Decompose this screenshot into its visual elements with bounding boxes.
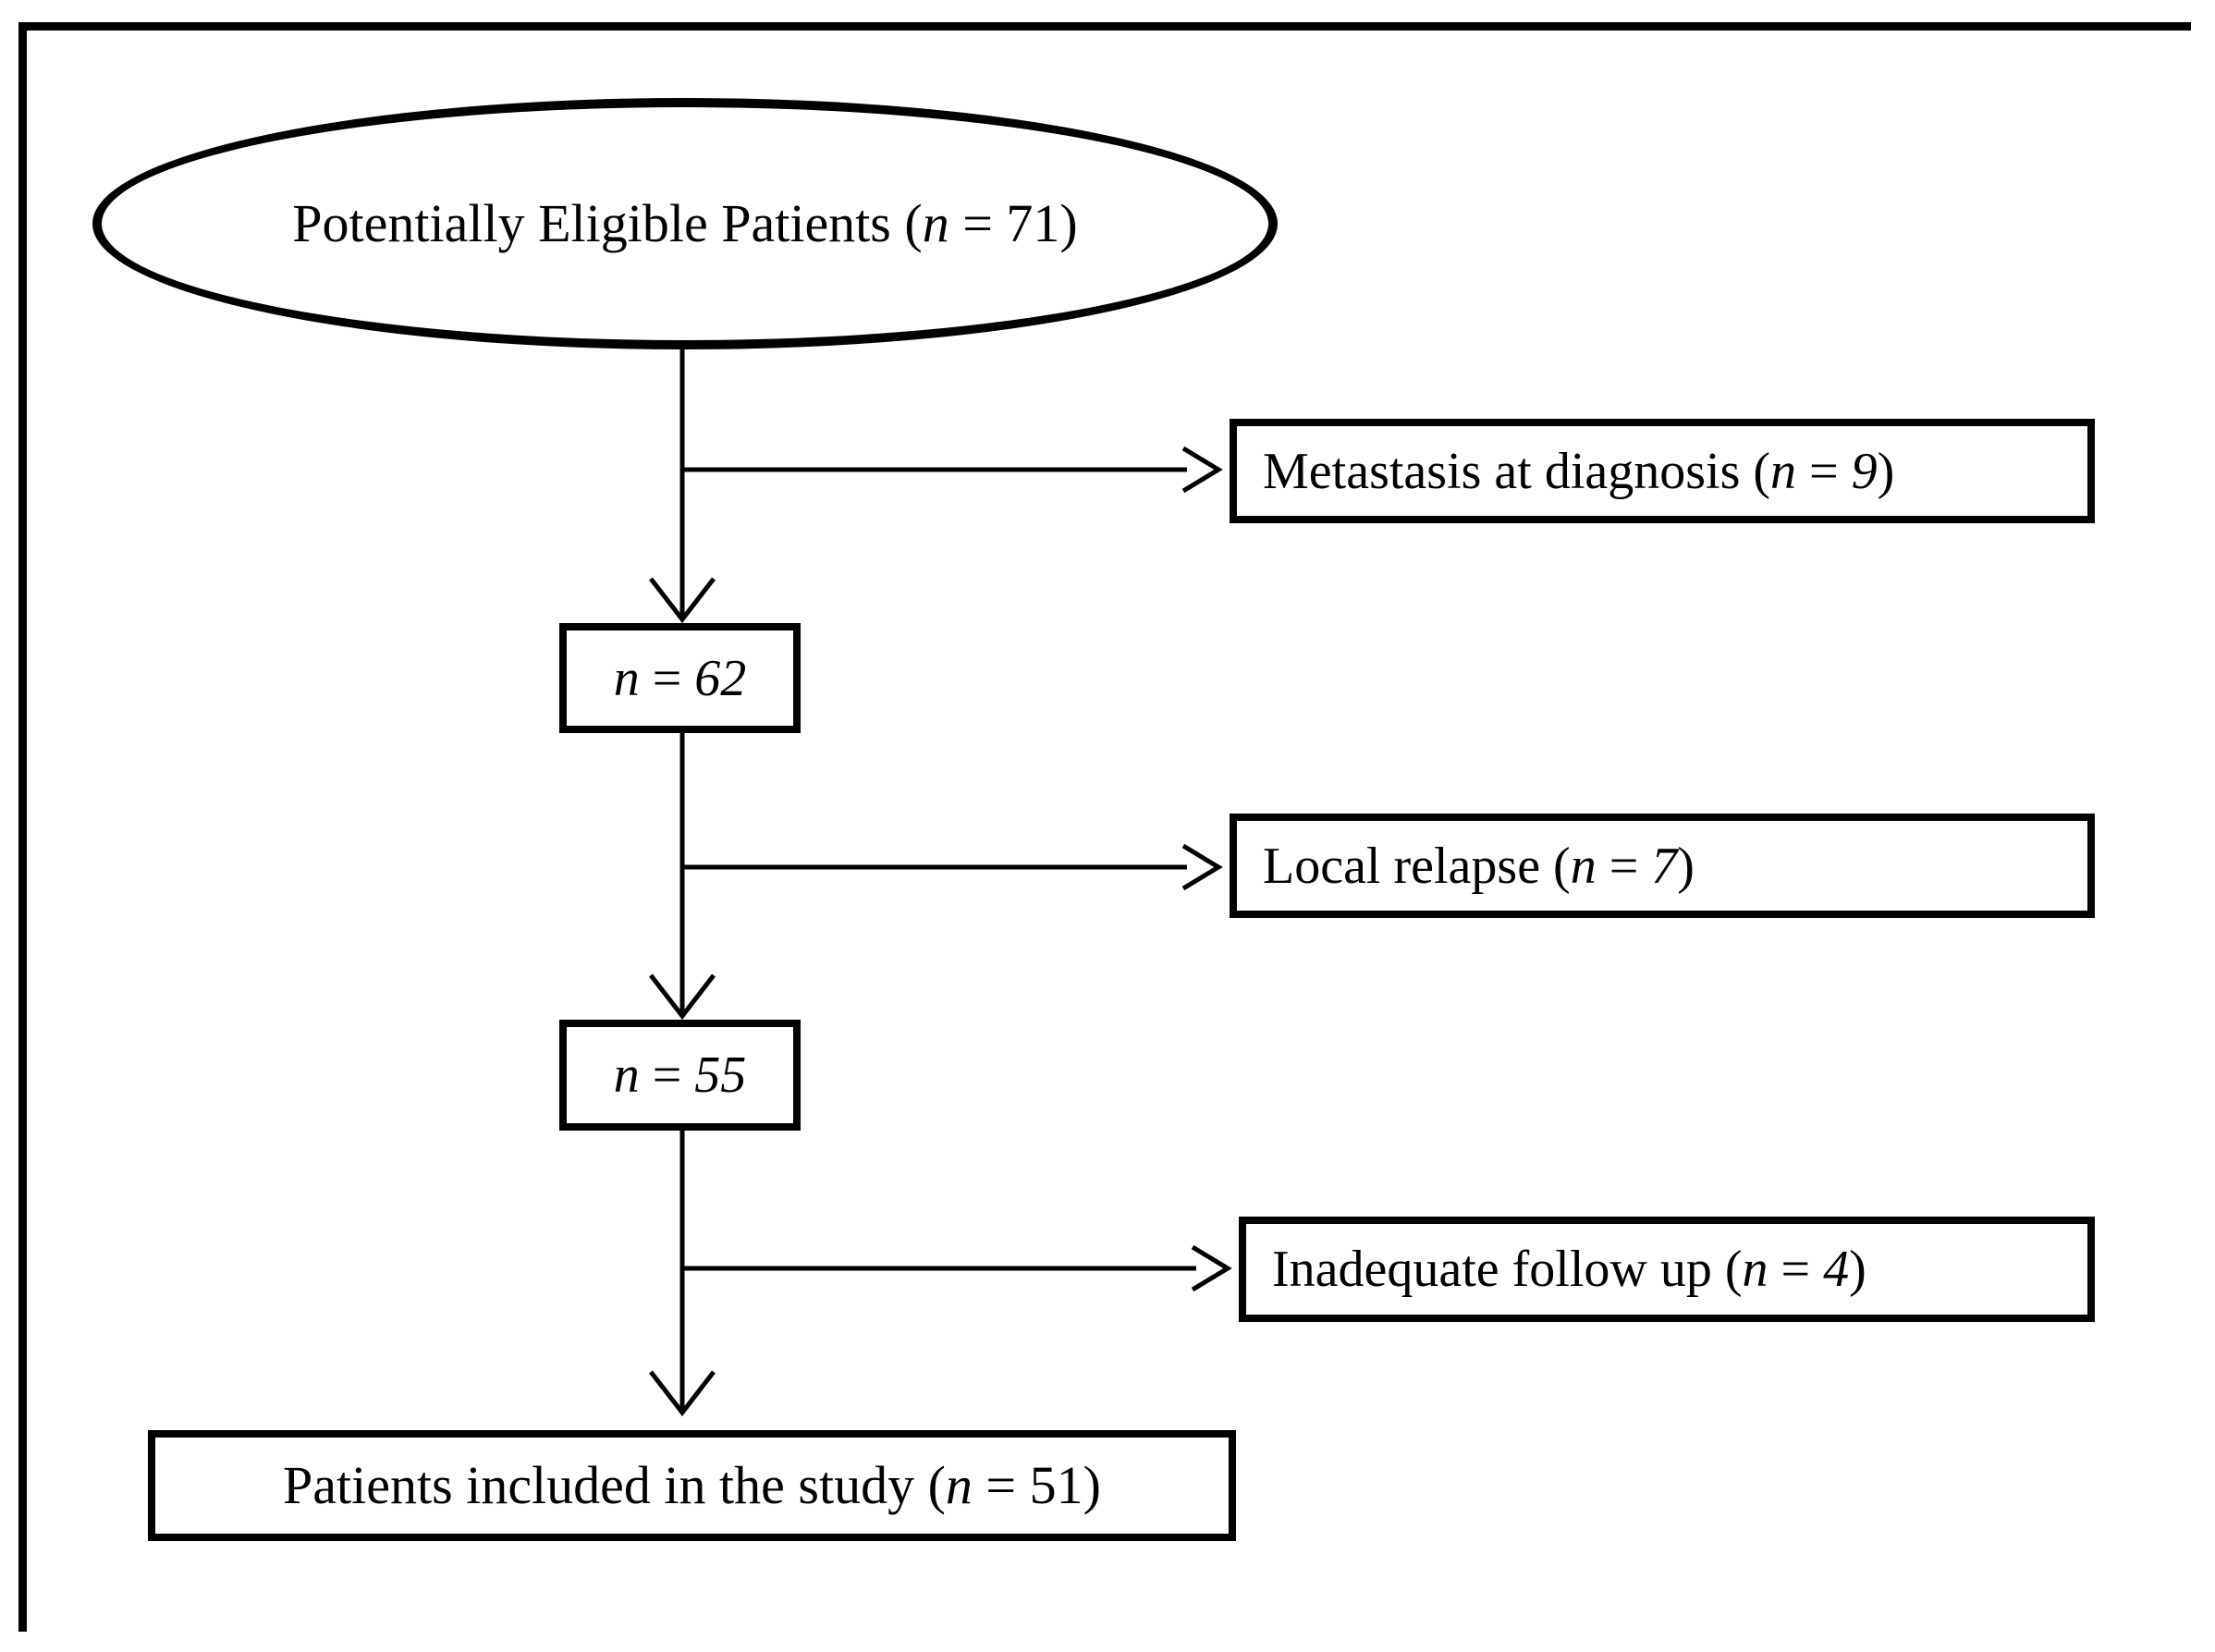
arrowhead-down-n62 xyxy=(649,577,716,624)
node-local-relapse-label: Local relapse (n = 7) xyxy=(1263,837,1695,895)
node-local-relapse: Local relapse (n = 7) xyxy=(1230,814,2095,918)
figure-border-top xyxy=(18,22,2191,31)
arrowhead-down-n55 xyxy=(649,973,716,1021)
node-inadequate-follow-up: Inadequate follow up (n = 4) xyxy=(1239,1217,2095,1322)
node-metastasis-at-diagnosis: Metastasis at diagnosis (n = 9) xyxy=(1230,419,2095,523)
node-inadequate-label: Inadequate follow up (n = 4) xyxy=(1272,1241,1866,1298)
node-n62: n = 62 xyxy=(559,623,801,733)
node-n62-label: n = 62 xyxy=(613,649,747,707)
arrowhead-right-local xyxy=(1181,843,1223,891)
figure-border-left xyxy=(18,22,27,1632)
node-n55: n = 55 xyxy=(559,1020,801,1131)
arrowhead-right-inadequate xyxy=(1191,1244,1232,1292)
node-potentially-eligible: Potentially Eligible Patients (n = 71) xyxy=(92,98,1278,349)
node-potentially-eligible-label: Potentially Eligible Patients (n = 71) xyxy=(292,193,1078,253)
arrowhead-down-included xyxy=(649,1370,716,1417)
node-metastasis-label: Metastasis at diagnosis (n = 9) xyxy=(1263,442,1895,500)
node-n55-label: n = 55 xyxy=(613,1046,747,1104)
arrowhead-right-metastasis xyxy=(1181,446,1223,494)
node-patients-included: Patients included in the study (n = 51) xyxy=(148,1430,1236,1541)
node-patients-included-label: Patients included in the study (n = 51) xyxy=(283,1455,1101,1515)
